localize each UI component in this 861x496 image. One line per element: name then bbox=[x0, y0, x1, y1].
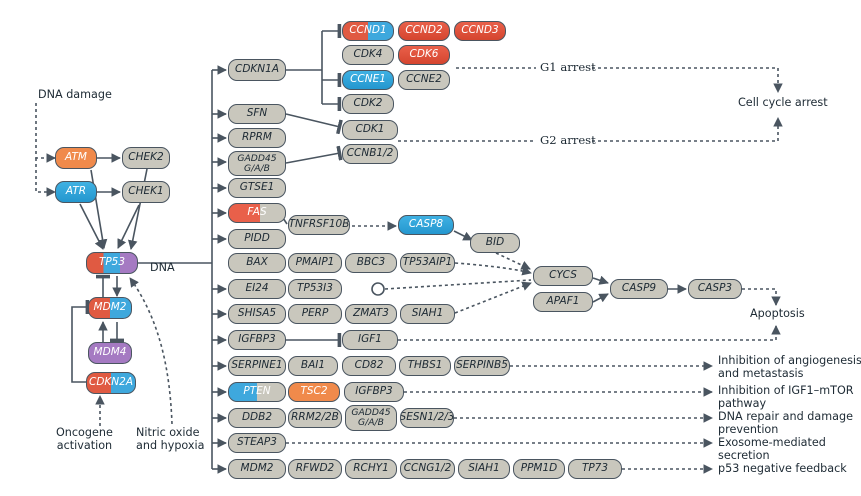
dna-repair-line-2: prevention bbox=[718, 423, 779, 437]
gene-cdk1: CDK1 bbox=[342, 120, 398, 140]
gene-siah1-apoptosis: SIAH1 bbox=[400, 304, 455, 324]
gene-igfbp3-mtor: IGFBP3 bbox=[344, 382, 404, 402]
gene-sfn: SFN bbox=[228, 104, 286, 124]
gene-tnfrsf10b: TNFRSF10B bbox=[288, 215, 350, 235]
igf1-mtor-line-2: pathway bbox=[718, 397, 767, 411]
cell-cycle-arrest-label: Cell cycle arrest bbox=[738, 96, 828, 109]
oncogene-line-2: activation bbox=[56, 439, 113, 453]
gene-ccnd2: CCND2 bbox=[398, 21, 450, 41]
gadd45-cc-line-1: GADD45 bbox=[237, 152, 277, 164]
gene-ppm1d: PPM1D bbox=[513, 459, 565, 479]
gene-fas: FAS bbox=[228, 203, 286, 223]
gene-casp3: CASP3 bbox=[688, 279, 742, 299]
gene-cdk4: CDK4 bbox=[342, 45, 394, 65]
gene-casp8: CASP8 bbox=[398, 215, 454, 235]
gene-mdm4: MDM4 bbox=[88, 342, 132, 364]
gene-ccnb12: CCNB1/2 bbox=[342, 144, 398, 164]
igf1-mtor-outcome-label: Inhibition of IGF1–mTOR pathway bbox=[718, 384, 854, 411]
gene-mdm2-regulator: MDM2 bbox=[88, 297, 132, 319]
exosome-outcome-label: Exosome-mediated secretion bbox=[718, 436, 826, 463]
angiogenesis-line-2: and metastasis bbox=[718, 367, 804, 381]
gene-igfbp3-apoptosis: IGFBP3 bbox=[228, 330, 286, 350]
gene-chek1: CHEK1 bbox=[122, 181, 170, 203]
gene-ccne2: CCNE2 bbox=[398, 70, 450, 90]
gene-serpine1: SERPINE1 bbox=[228, 356, 286, 376]
oncogene-activation-label: Oncogene activation bbox=[56, 426, 113, 453]
dna-repair-line-1: DNA repair and damage bbox=[718, 410, 853, 423]
gene-mdm2-feedback: MDM2 bbox=[228, 459, 286, 479]
gene-siah1-feedback: SIAH1 bbox=[458, 459, 510, 479]
gene-tp73: TP73 bbox=[568, 459, 622, 479]
gene-apaf1: APAF1 bbox=[533, 292, 593, 312]
gene-steap3: STEAP3 bbox=[228, 433, 286, 453]
nitric-oxide-line-2: and hypoxia bbox=[136, 439, 205, 453]
gene-bax: BAX bbox=[228, 253, 286, 273]
negative-feedback-outcome-label: p53 negative feedback bbox=[718, 462, 847, 475]
gene-cdkn1a: CDKN1A bbox=[228, 59, 286, 81]
apoptosis-label: Apoptosis bbox=[750, 307, 805, 320]
dna-label: DNA bbox=[150, 261, 175, 274]
g1-arrest-label: G1 arrest bbox=[540, 60, 596, 74]
exosome-line-2: secretion bbox=[718, 449, 770, 463]
tp53i3-effect-terminal bbox=[371, 282, 385, 296]
angiogenesis-line-1: Inhibition of angiogenesis bbox=[718, 354, 861, 367]
dna-damage-label: DNA damage bbox=[38, 88, 112, 101]
gene-sesn: SESN1/2/3 bbox=[400, 408, 454, 428]
gene-serpinb5: SERPINB5 bbox=[454, 356, 510, 376]
gene-cdkn2a: CDKN2A bbox=[86, 372, 136, 394]
gene-ccnd3: CCND3 bbox=[454, 21, 506, 41]
gene-ccne1: CCNE1 bbox=[342, 70, 394, 90]
gene-cycs: CYCS bbox=[533, 266, 593, 286]
gene-thbs1: THBS1 bbox=[399, 356, 451, 376]
nitric-oxide-hypoxia-label: Nitric oxide and hypoxia bbox=[136, 426, 205, 453]
gene-cdk2: CDK2 bbox=[342, 94, 394, 114]
gadd45-cc-line-2: G/A/B bbox=[244, 162, 270, 174]
gene-pmaip1: PMAIP1 bbox=[288, 253, 342, 273]
gene-chek2: CHEK2 bbox=[122, 147, 170, 169]
gene-ccnd1: CCND1 bbox=[342, 21, 394, 41]
gene-rfwd2: RFWD2 bbox=[288, 459, 342, 479]
gadd45-dna-line-1: GADD45 bbox=[351, 407, 391, 419]
gene-bbc3: BBC3 bbox=[345, 253, 397, 273]
dna-repair-outcome-label: DNA repair and damage prevention bbox=[718, 410, 853, 437]
gene-tp53i3: TP53I3 bbox=[288, 279, 342, 299]
gene-igf1: IGF1 bbox=[342, 330, 398, 350]
gene-rchy1: RCHY1 bbox=[345, 459, 397, 479]
gene-pidd: PIDD bbox=[228, 229, 286, 249]
g2-arrest-label: G2 arrest bbox=[540, 133, 596, 147]
gene-zmat3: ZMAT3 bbox=[345, 304, 397, 324]
gene-tp53aip1: TP53AIP1 bbox=[400, 253, 455, 273]
gene-gtse1: GTSE1 bbox=[228, 178, 286, 198]
gene-perp: PERP bbox=[288, 304, 342, 324]
gene-ccng12: CCNG1/2 bbox=[400, 459, 455, 479]
nitric-oxide-line-1: Nitric oxide bbox=[136, 426, 200, 439]
gene-shisa5: SHISA5 bbox=[228, 304, 286, 324]
gene-casp9: CASP9 bbox=[610, 279, 668, 299]
gene-bid: BID bbox=[470, 233, 520, 253]
gene-tp53: TP53 bbox=[86, 252, 138, 274]
gene-bai1: BAI1 bbox=[288, 356, 338, 376]
angiogenesis-outcome-label: Inhibition of angiogenesis and metastasi… bbox=[718, 354, 861, 381]
gene-pten: PTEN bbox=[228, 382, 286, 402]
exosome-line-1: Exosome-mediated bbox=[718, 436, 826, 449]
gene-rrm2b: RRM2/2B bbox=[288, 408, 342, 428]
gene-ddb2: DDB2 bbox=[228, 408, 286, 428]
gene-ei24: EI24 bbox=[228, 279, 286, 299]
gene-atm: ATM bbox=[55, 147, 97, 169]
gene-atr: ATR bbox=[55, 181, 97, 203]
gene-cd82: CD82 bbox=[342, 356, 396, 376]
gene-cdk6: CDK6 bbox=[398, 45, 450, 65]
gene-rprm: RPRM bbox=[228, 128, 286, 148]
oncogene-line-1: Oncogene bbox=[56, 426, 113, 439]
igf1-mtor-line-1: Inhibition of IGF1–mTOR bbox=[718, 384, 854, 397]
gadd45-dna-line-2: G/A/B bbox=[358, 417, 384, 428]
gene-tsc2: TSC2 bbox=[288, 382, 340, 402]
